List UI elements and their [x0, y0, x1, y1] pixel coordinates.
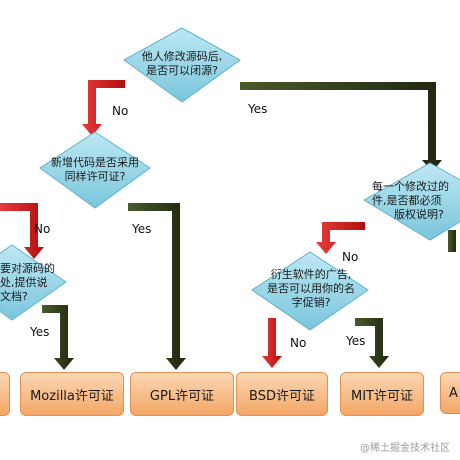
- q5-yes-arrow: [355, 318, 389, 368]
- license-box-mozilla: Mozilla许可证: [20, 372, 124, 416]
- license-box-apache: A: [440, 372, 460, 414]
- q2-yes-arrow: [128, 203, 186, 370]
- q3-decision-diamond: [363, 162, 460, 241]
- q3-label: 每一个修改过的 件,是否都必须 版权说明?: [372, 180, 449, 221]
- q4-label: 要对源码的 处,提供说 文档?: [0, 262, 55, 303]
- q1-no-arrow: [82, 80, 125, 136]
- q3-yes-arrow: [448, 230, 456, 252]
- q1-label: 他人修改源码后, 是否可以闭源?: [141, 50, 223, 77]
- q2-yes-label: Yes: [132, 222, 152, 236]
- q2-label: 新增代码是否采用 同样许可证?: [51, 156, 139, 183]
- q1-no-label: No: [112, 104, 129, 118]
- q3-no-label: No: [342, 250, 359, 264]
- q3-no-arrow: [316, 222, 365, 254]
- q4-decision-diamond: [0, 244, 67, 321]
- q1-yes-label: Yes: [248, 102, 268, 116]
- q5-label: 衍生软件的广告, 是否可以用你的名 字促销?: [267, 268, 355, 309]
- watermark: @稀土掘金技术社区: [360, 443, 450, 454]
- license-box-bsd: BSD许可证: [236, 372, 328, 416]
- q5-yes-label: Yes: [346, 334, 366, 348]
- q5-decision-diamond: [251, 251, 369, 331]
- license-box-left-cut: [0, 372, 10, 416]
- license-box-mit: MIT许可证: [340, 372, 424, 416]
- q2-no-label: No: [34, 222, 51, 236]
- license-box-gpl: GPL许可证: [130, 372, 234, 416]
- q1-decision-diamond: [123, 27, 241, 103]
- q4-yes-arrow: [42, 305, 74, 370]
- q4-yes-label: Yes: [30, 325, 50, 339]
- q1-yes-arrow: [240, 82, 442, 172]
- q5-no-label: No: [290, 336, 307, 350]
- q2-no-arrow: [0, 203, 44, 259]
- q5-no-arrow: [262, 318, 282, 368]
- q2-decision-diamond: [39, 131, 151, 209]
